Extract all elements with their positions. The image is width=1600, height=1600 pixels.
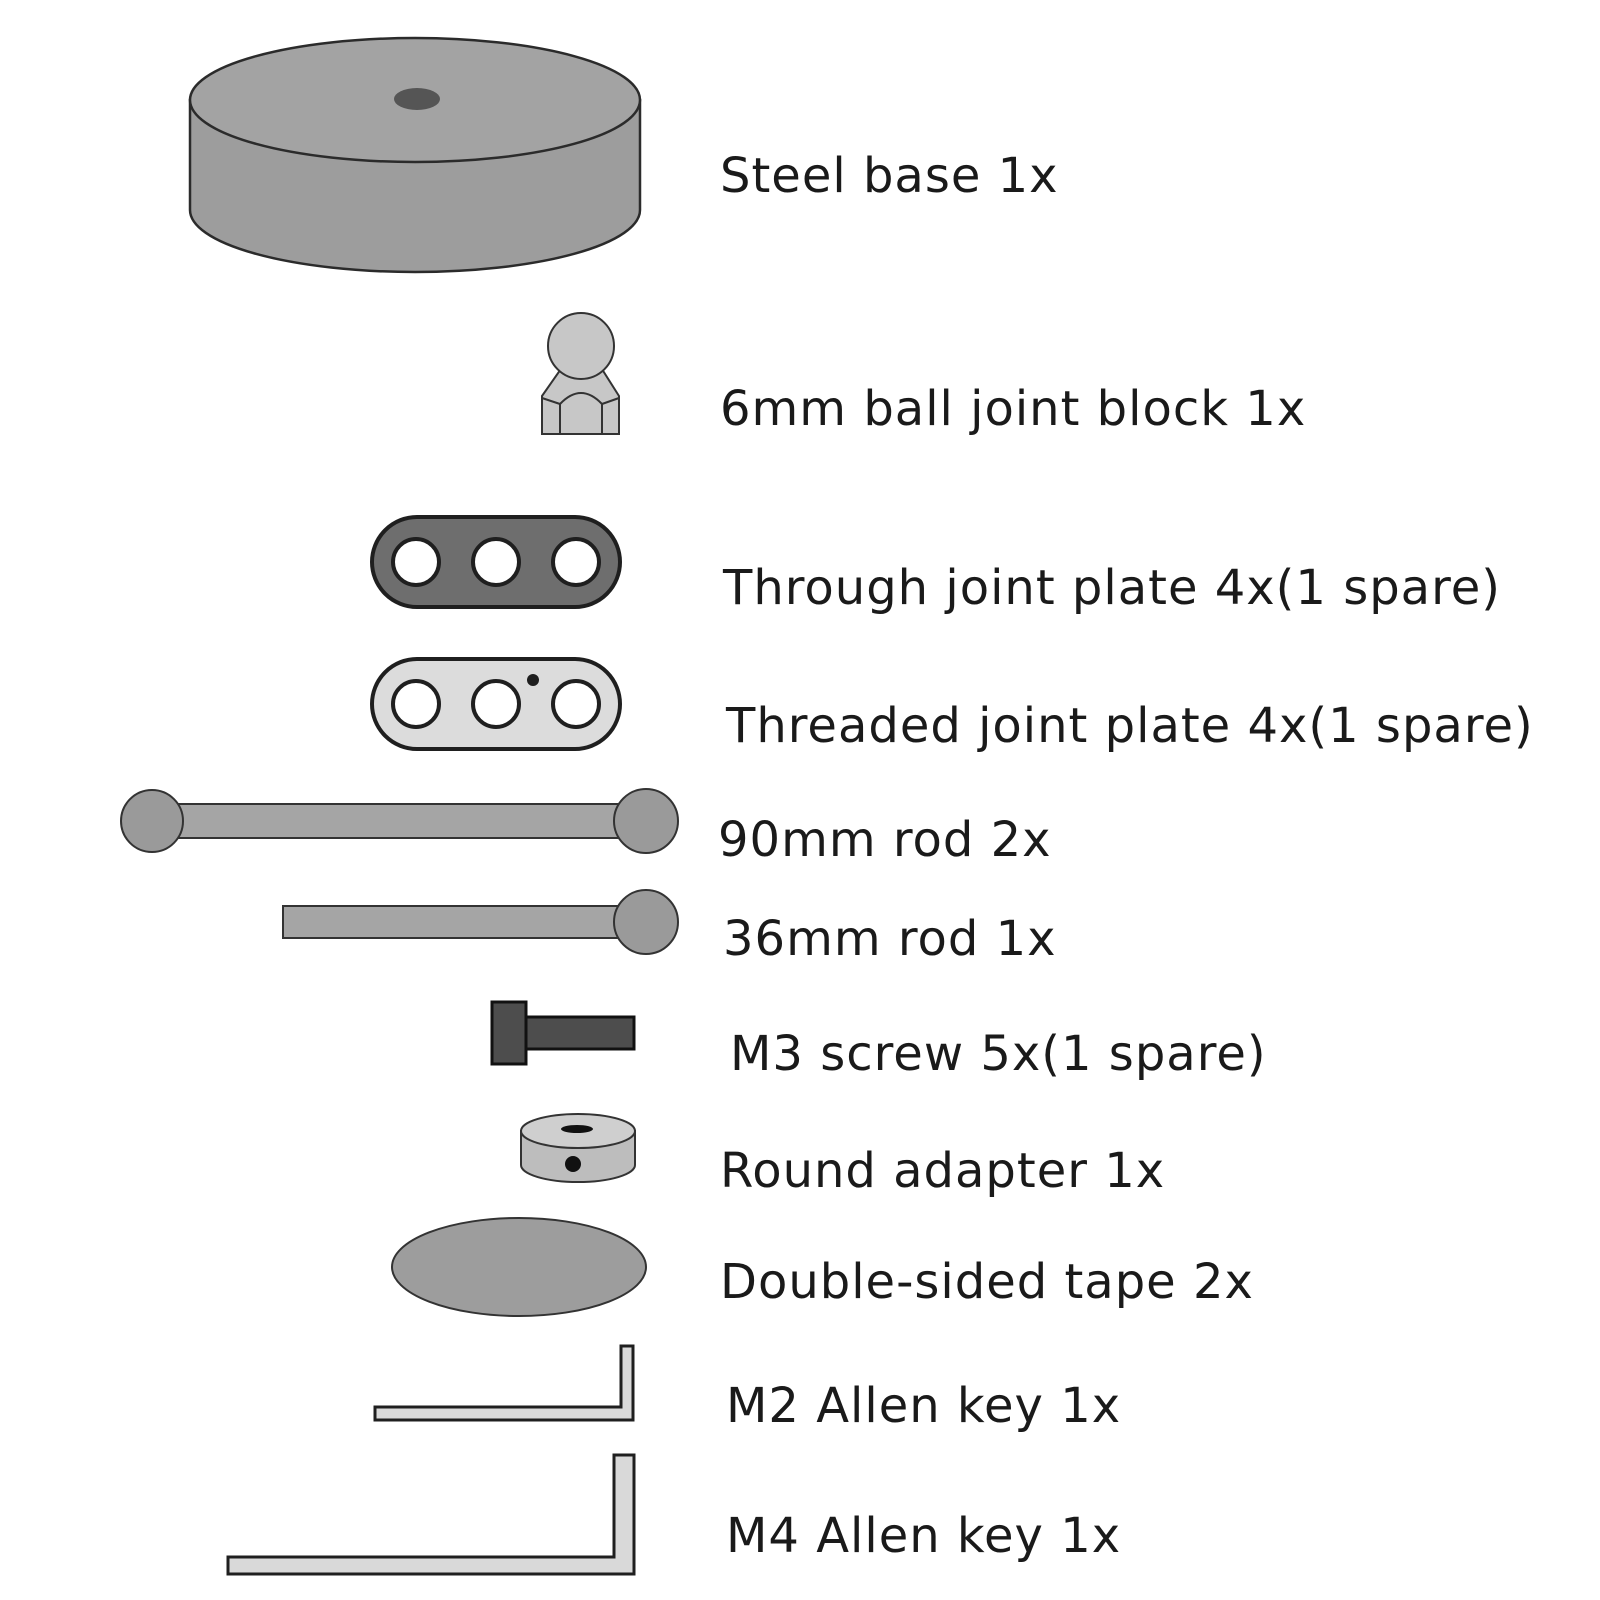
part-label-m3-screw: M3 screw 5x(1 spare) xyxy=(730,1026,1267,1082)
part-label-double-sided-tape: Double-sided tape 2x xyxy=(720,1254,1254,1310)
ball-joint-block-illustration xyxy=(541,312,620,435)
m3-screw-illustration xyxy=(490,1000,636,1066)
part-label-threaded-joint-plate: Threaded joint plate 4x(1 spare) xyxy=(726,698,1534,754)
m4-allen-key-illustration xyxy=(226,1453,636,1576)
rod-90mm-illustration xyxy=(120,788,679,854)
part-label-round-adapter: Round adapter 1x xyxy=(720,1143,1166,1199)
m2-allen-key-illustration xyxy=(373,1344,635,1422)
part-label-through-joint-plate: Through joint plate 4x(1 spare) xyxy=(723,560,1502,616)
part-label-m4-allen-key: M4 Allen key 1x xyxy=(726,1508,1122,1564)
part-label-steel-base: Steel base 1x xyxy=(720,148,1059,204)
part-label-m2-allen-key: M2 Allen key 1x xyxy=(726,1378,1122,1434)
through-joint-plate-illustration xyxy=(370,515,622,609)
rod-36mm-illustration xyxy=(282,889,679,955)
part-label-rod-90mm: 90mm rod 2x xyxy=(718,812,1052,868)
round-adapter-illustration xyxy=(520,1113,636,1183)
double-sided-tape-illustration xyxy=(391,1217,647,1317)
part-label-ball-joint-block: 6mm ball joint block 1x xyxy=(720,381,1307,437)
part-label-rod-36mm: 36mm rod 1x xyxy=(723,911,1057,967)
threaded-joint-plate-illustration xyxy=(370,657,622,751)
steel-base-illustration xyxy=(188,36,642,274)
